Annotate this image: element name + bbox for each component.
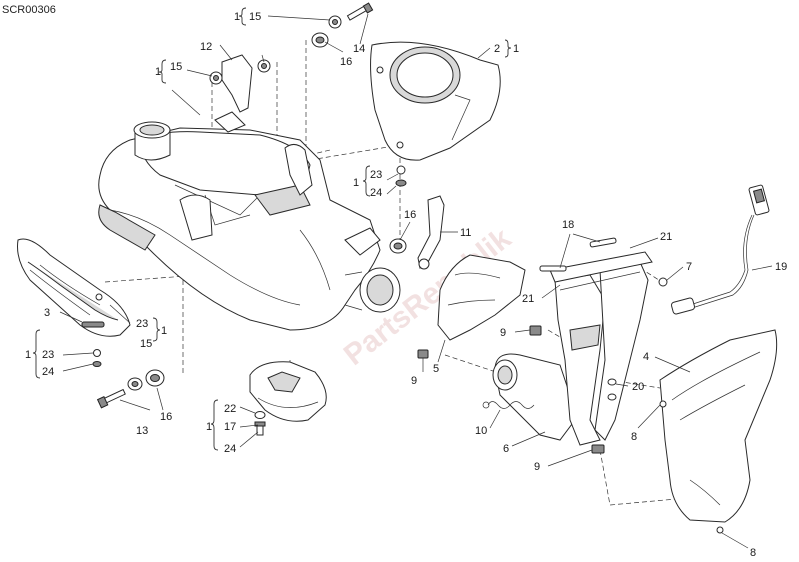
label-12: 12 (200, 41, 212, 53)
heat-shield-3 (17, 238, 131, 337)
label-1: 1 (234, 11, 240, 23)
label-19: 19 (775, 261, 787, 273)
label-1: 1 (353, 177, 359, 189)
grommet-15-left (209, 71, 223, 85)
label-3: 3 (44, 307, 50, 319)
ref-line (309, 144, 401, 161)
grommet-16-top (311, 32, 329, 48)
label-8: 8 (631, 431, 637, 443)
heat-shield-4 (659, 329, 778, 534)
bracket-11-eye (418, 258, 430, 270)
label-21: 21 (660, 231, 672, 243)
label-1: 1 (161, 325, 167, 337)
label-1: 1 (25, 349, 31, 361)
gasket-18-right (589, 237, 617, 248)
washer-24-left (92, 361, 102, 367)
nut-7 (658, 277, 668, 287)
nut-23-upper (396, 165, 406, 175)
mounting-lug (179, 194, 213, 241)
brace (158, 59, 167, 84)
exhaust-header-6 (492, 251, 653, 446)
bracket-12 (221, 54, 253, 113)
label-1: 1 (155, 66, 161, 78)
cover-22 (249, 361, 327, 422)
label-16: 16 (404, 209, 416, 221)
inlet-pipe (133, 121, 171, 161)
nut-23-left (93, 349, 101, 357)
label-23: 23 (370, 169, 382, 181)
label-16: 16 (340, 56, 352, 68)
label-21: 21 (522, 293, 534, 305)
label-8: 8 (750, 547, 756, 559)
brace (32, 329, 41, 379)
brace (238, 7, 247, 26)
label-17: 17 (224, 421, 236, 433)
mounting-lug (284, 144, 313, 196)
label-5: 5 (433, 363, 439, 375)
label-6: 6 (503, 443, 509, 455)
bracket-12-foot (214, 111, 246, 133)
label-1: 1 (206, 421, 212, 433)
grommet-16-mid (389, 238, 407, 254)
clip-9-left (417, 349, 429, 359)
heat-shield-upper (370, 41, 501, 161)
label-10: 10 (475, 425, 487, 437)
clip-9-mid (529, 325, 542, 336)
brace (152, 317, 161, 342)
bolt-13 (96, 388, 126, 409)
washer-15-top (328, 15, 342, 29)
label-23: 23 (42, 349, 54, 361)
label-24: 24 (370, 187, 382, 199)
label-1: 1 (513, 43, 519, 55)
diagram-code: SCR00306 (2, 4, 56, 16)
mounting-lug (344, 227, 381, 256)
gasket-18-left (539, 265, 567, 272)
label-9: 9 (534, 461, 540, 473)
bolt-24-lower (254, 421, 266, 436)
label-18: 18 (562, 219, 574, 231)
spring-10 (482, 401, 535, 409)
brace (362, 165, 371, 197)
brace (210, 399, 219, 451)
label-23: 23 (136, 318, 148, 330)
label-16: 16 (160, 411, 172, 423)
outlet-flange (344, 267, 401, 313)
label-24: 24 (42, 366, 54, 378)
washer-17 (254, 411, 266, 419)
label-24: 24 (224, 443, 236, 455)
label-4: 4 (643, 351, 649, 363)
label-20: 20 (632, 381, 644, 393)
clip-9-lower (591, 444, 605, 454)
label-7: 7 (686, 261, 692, 273)
lambda-sensor-19 (670, 184, 770, 315)
label-13: 13 (136, 425, 148, 437)
label-11: 11 (460, 227, 471, 239)
label-9: 9 (500, 327, 506, 339)
washer-24-upper (395, 179, 407, 187)
label-2: 2 (494, 43, 500, 55)
brace (504, 39, 512, 58)
tail-pipe (98, 204, 156, 251)
nut-20 (607, 378, 617, 401)
label-14: 14 (353, 43, 365, 55)
heat-shield-5 (437, 254, 526, 341)
label-15: 15 (249, 11, 261, 23)
label-9: 9 (411, 375, 417, 387)
label-15: 15 (170, 61, 182, 73)
grommet-16-lower (145, 369, 165, 387)
label-22: 22 (224, 403, 236, 415)
bolt-14 (346, 2, 374, 21)
washer-15-mid (257, 59, 271, 73)
label-15: 15 (140, 338, 152, 350)
washer-15-lower (127, 377, 143, 391)
